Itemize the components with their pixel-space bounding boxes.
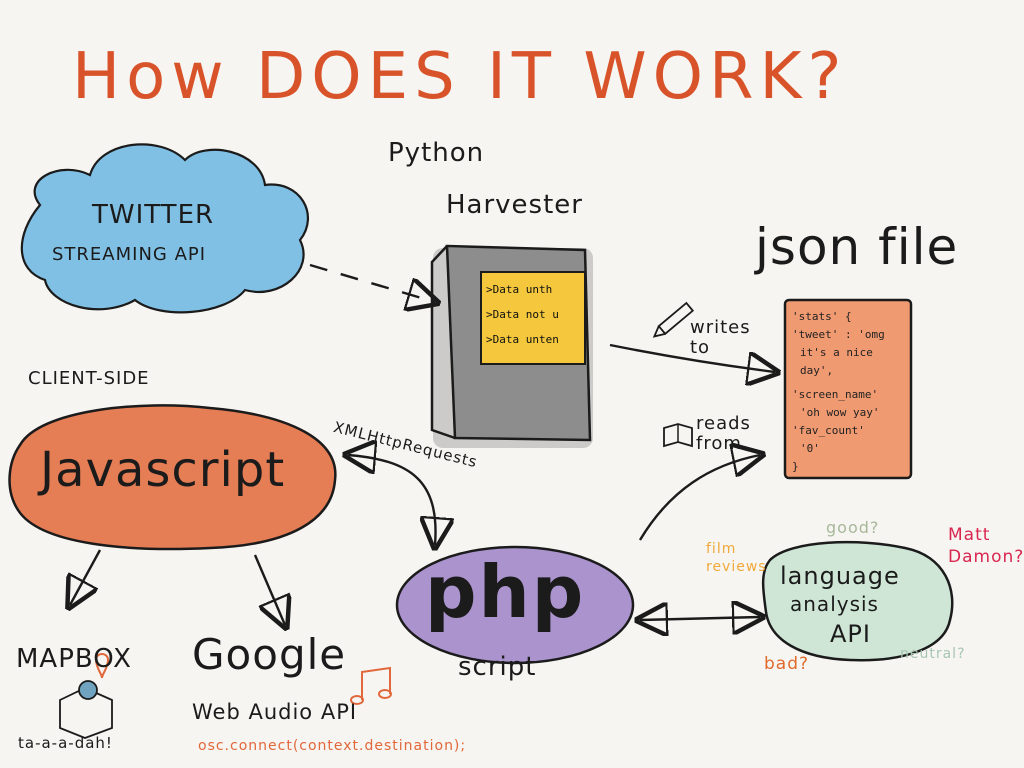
page-title: How DOES IT WORK? bbox=[72, 40, 848, 114]
javascript-blob bbox=[8, 404, 337, 551]
edge-js-to-google bbox=[253, 554, 285, 625]
pencil-icon bbox=[652, 301, 695, 338]
edge-label-reads-from: reads from bbox=[696, 413, 751, 454]
harvester-label-line2: Harvester bbox=[446, 190, 583, 220]
edge-js-php-xhr bbox=[348, 455, 436, 545]
annotation-film-reviews: film reviews bbox=[706, 541, 767, 575]
json-line: day', bbox=[800, 364, 834, 377]
php-logo-text: php bbox=[425, 550, 586, 634]
web-audio-label: Web Audio API bbox=[192, 700, 358, 724]
edge-harvester-to-json bbox=[609, 343, 775, 372]
terminal-line: >Data unth bbox=[486, 283, 553, 296]
language-label-line3: API bbox=[830, 620, 871, 648]
harvester-label-line1: Python bbox=[388, 138, 485, 168]
json-line: 'tweet' : 'omg bbox=[792, 328, 885, 341]
google-label: Google bbox=[192, 630, 347, 679]
edge-label-writes-to: writes to bbox=[690, 317, 751, 358]
terminal-line: >Data unten bbox=[486, 333, 559, 346]
json-line: 'fav_count' bbox=[792, 424, 865, 437]
music-note-icon bbox=[350, 666, 392, 705]
edge-js-to-mapbox bbox=[70, 549, 102, 605]
book-icon bbox=[663, 423, 693, 448]
annotation-neutral: neutral? bbox=[900, 646, 966, 662]
php-blob bbox=[395, 545, 635, 665]
edge-php-language bbox=[640, 617, 760, 620]
annotation-bad: bad? bbox=[764, 654, 810, 674]
mapbox-explorer-figure bbox=[59, 653, 113, 739]
json-line: it's a nice bbox=[800, 346, 873, 359]
mapbox-label: MAPBOX bbox=[16, 644, 132, 674]
edge-twitter-to-harvester bbox=[309, 263, 435, 302]
javascript-label: Javascript bbox=[40, 442, 286, 498]
json-line: 'oh wow yay' bbox=[800, 406, 880, 419]
json-file-label: json file bbox=[755, 218, 959, 276]
json-line: 'stats' { bbox=[792, 310, 852, 323]
annotation-matt-damon: Matt Damon? bbox=[948, 525, 1024, 567]
twitter-label-line2: STREAMING API bbox=[52, 244, 207, 265]
json-line: '0' bbox=[800, 442, 820, 455]
json-file-doc bbox=[783, 298, 913, 480]
php-sub-label: script bbox=[458, 652, 537, 682]
twitter-label-line1: TWITTER bbox=[92, 200, 215, 230]
web-audio-code: osc.connect(context.destination); bbox=[198, 738, 467, 754]
language-label-line2: analysis bbox=[790, 592, 879, 616]
python-harvester-machine bbox=[430, 244, 593, 448]
json-line: } bbox=[792, 460, 799, 473]
edge-php-to-json bbox=[638, 455, 760, 541]
twitter-cloud bbox=[20, 143, 310, 314]
json-line: 'screen_name' bbox=[792, 388, 879, 401]
client-side-label: CLIENT-SIDE bbox=[28, 368, 150, 389]
terminal-line: >Data not u bbox=[486, 308, 559, 321]
mapbox-caption: ta-a-a-dah! bbox=[18, 734, 113, 752]
annotation-good: good? bbox=[826, 518, 880, 537]
language-label-line1: language bbox=[780, 562, 900, 590]
